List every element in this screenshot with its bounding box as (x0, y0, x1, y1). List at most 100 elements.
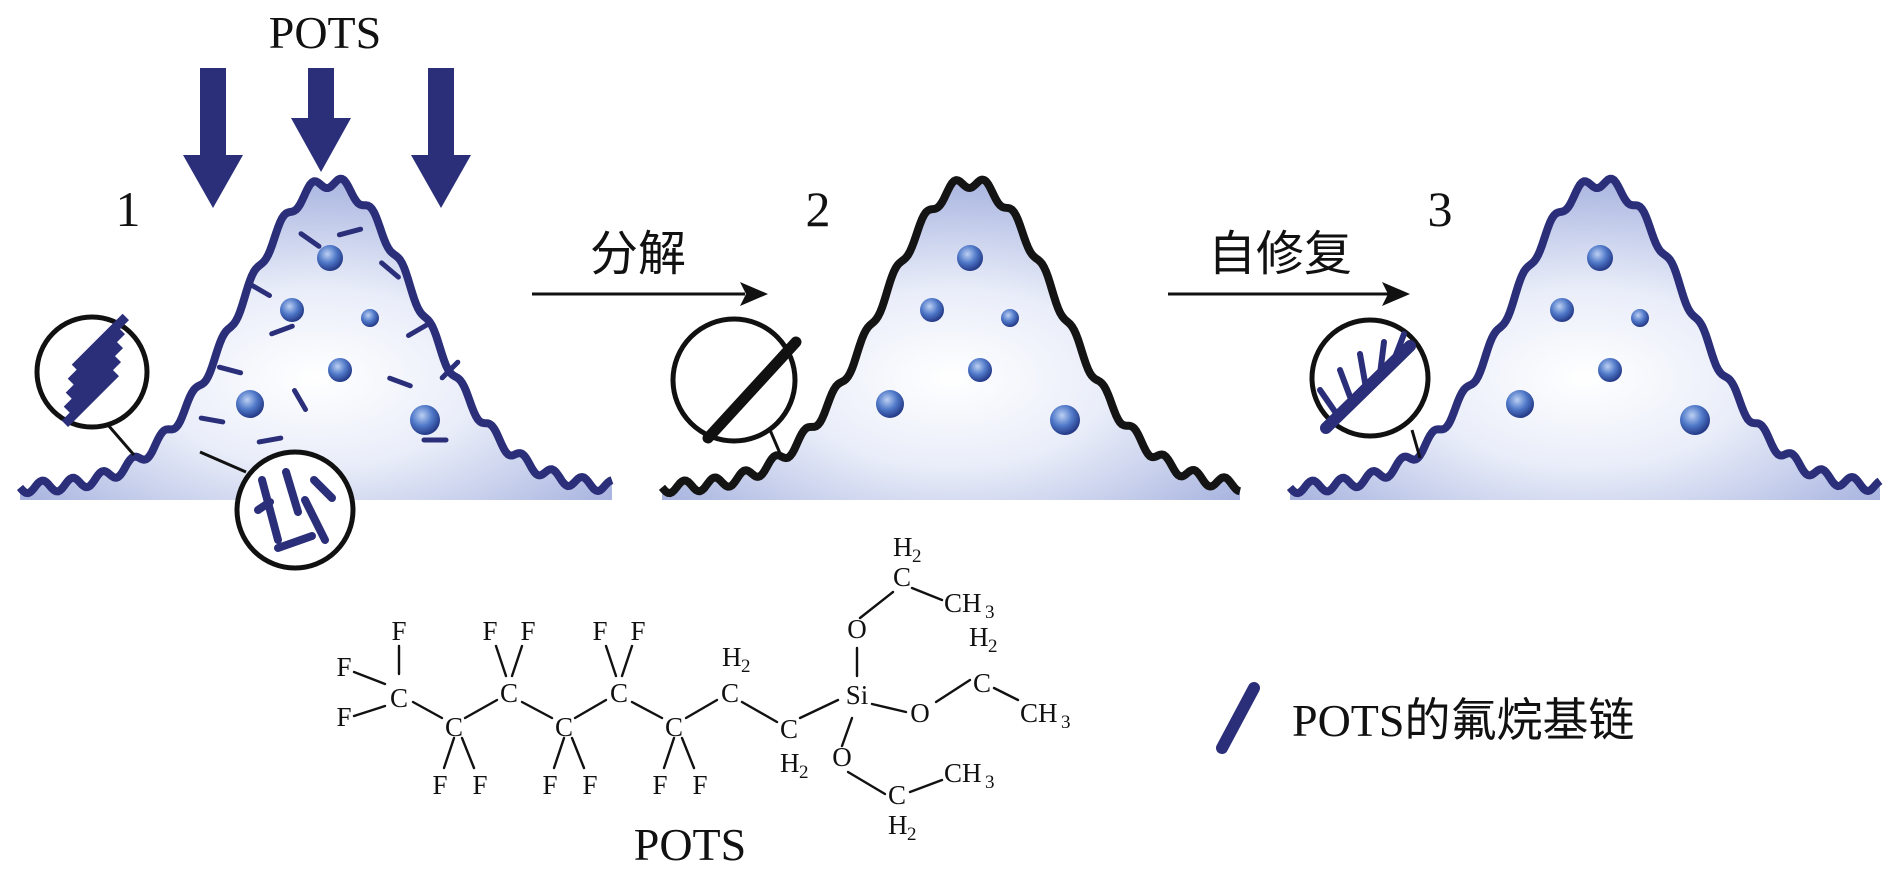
nanoparticle (1631, 309, 1649, 327)
free-fluoroalkyl-chain (387, 375, 413, 389)
svg-text:F: F (482, 616, 497, 646)
svg-text:F: F (542, 770, 557, 800)
svg-text:F: F (592, 616, 607, 646)
arrow-decomposition-label: 分解 (590, 228, 686, 281)
surface-coating (1286, 174, 1883, 498)
free-fluoroalkyl-chain (406, 322, 430, 338)
free-fluoroalkyl-chain (439, 359, 461, 381)
svg-text:C: C (893, 562, 911, 592)
svg-text:F: F (520, 616, 535, 646)
legend-swatch (1216, 682, 1260, 754)
free-fluoroalkyl-chain (269, 323, 295, 337)
nanoparticle (280, 298, 304, 322)
svg-text:H: H (969, 622, 989, 652)
down-arrow-left (183, 68, 243, 208)
svg-text:C: C (390, 683, 408, 713)
nanoparticle (1550, 298, 1574, 322)
pots-structure: C F F F C F F C F F C F F C F F C F F C … (336, 532, 1070, 870)
svg-text:3: 3 (985, 772, 995, 793)
nanoparticle (361, 309, 379, 327)
svg-text:2: 2 (988, 636, 998, 657)
arrow-decomposition: 分解 (532, 228, 768, 306)
nanoparticle (1680, 405, 1710, 435)
nanoparticle (410, 405, 440, 435)
magnifier-ordered-chains (34, 313, 150, 456)
svg-text:CH: CH (1020, 698, 1058, 728)
nanoparticle (1001, 309, 1019, 327)
svg-text:F: F (336, 652, 351, 682)
svg-text:O: O (910, 698, 930, 728)
svg-text:O: O (832, 742, 852, 772)
bump-stage-3 (1286, 174, 1883, 501)
nanoparticle (957, 245, 983, 271)
svg-text:3: 3 (985, 602, 995, 623)
step-2-number: 2 (806, 181, 831, 237)
nanoparticle (236, 390, 264, 418)
surface-coating (658, 175, 1242, 498)
svg-text:F: F (692, 770, 707, 800)
svg-text:C: C (721, 678, 739, 708)
bump-body (662, 179, 1240, 500)
step-3-number: 3 (1428, 181, 1453, 237)
legend: POTS的氟烷基链 (1216, 682, 1634, 754)
nanoparticle (317, 245, 343, 271)
nanoparticle (920, 298, 944, 322)
svg-text:H: H (893, 532, 913, 562)
svg-text:Si: Si (846, 680, 869, 710)
free-fluoroalkyl-chain (256, 435, 284, 445)
free-fluoroalkyl-chain (379, 260, 401, 280)
svg-text:C: C (973, 668, 991, 698)
arrow-self-healing: 自修复 (1168, 228, 1410, 306)
svg-text:3: 3 (1061, 712, 1071, 733)
svg-text:O: O (847, 614, 867, 644)
svg-text:CH: CH (944, 758, 982, 788)
svg-text:F: F (336, 702, 351, 732)
svg-text:2: 2 (912, 546, 922, 567)
down-arrow-right (411, 68, 471, 208)
free-fluoroalkyl-chain (198, 415, 226, 425)
free-fluoroalkyl-chain (216, 364, 244, 376)
svg-text:C: C (888, 780, 906, 810)
svg-text:C: C (500, 678, 518, 708)
bump-stage-1 (16, 174, 614, 501)
svg-text:F: F (582, 770, 597, 800)
svg-text:F: F (472, 770, 487, 800)
svg-text:C: C (445, 712, 463, 742)
magnifier-free-chains (199, 449, 356, 571)
svg-text:F: F (391, 616, 406, 646)
nanoparticle (1050, 405, 1080, 435)
bump-body (20, 178, 612, 501)
free-fluoroalkyl-chain (336, 226, 364, 238)
svg-text:C: C (665, 712, 683, 742)
legend-label: POTS的氟烷基链 (1292, 695, 1634, 746)
svg-text:F: F (630, 616, 645, 646)
svg-text:C: C (780, 714, 798, 744)
free-fluoroalkyl-chain (298, 231, 322, 249)
magnifier-restored-chains (1309, 317, 1431, 459)
bump-body (1290, 178, 1880, 501)
down-arrow-center (291, 68, 351, 172)
svg-text:2: 2 (741, 656, 751, 677)
pots-molecule-name: POTS (634, 819, 746, 870)
nanoparticle (876, 390, 904, 418)
free-fluoroalkyl-chain (248, 282, 272, 298)
nanoparticle (1506, 390, 1534, 418)
svg-text:F: F (652, 770, 667, 800)
arrow-self-healing-label: 自修复 (1208, 228, 1352, 281)
pots-top-label: POTS (269, 7, 381, 58)
pots-bonds (352, 586, 1020, 796)
pots-supply-arrows (183, 68, 471, 208)
svg-text:C: C (555, 712, 573, 742)
svg-text:2: 2 (907, 824, 917, 845)
nanoparticle (968, 358, 992, 382)
nanoparticle (1587, 245, 1613, 271)
svg-text:F: F (432, 770, 447, 800)
svg-text:C: C (610, 678, 628, 708)
svg-text:2: 2 (799, 762, 809, 783)
svg-text:H: H (722, 642, 742, 672)
magnifier-degraded-surface (670, 316, 802, 459)
bump-stage-2 (658, 175, 1242, 500)
step-1-number: 1 (116, 181, 141, 237)
nanoparticle (328, 358, 352, 382)
